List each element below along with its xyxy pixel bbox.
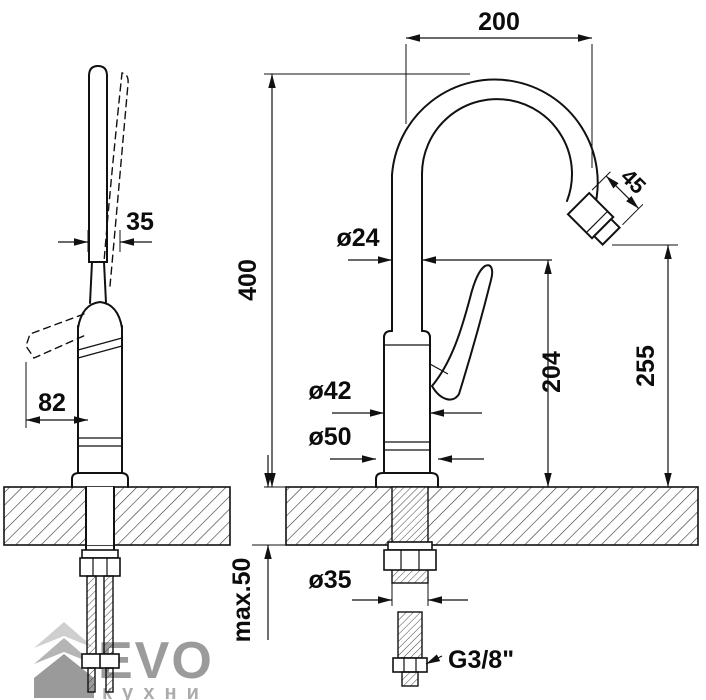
dimension-counter-thickness: max.50 — [228, 455, 286, 642]
dim-label-45: 45 — [616, 164, 651, 199]
mounting-nut-side — [79, 557, 121, 577]
stud-tip-right — [105, 667, 114, 693]
dim-label-dia35: ø35 — [308, 566, 351, 594]
watermark-subtitle-text: кухни — [102, 682, 209, 700]
supply-fitting-nut — [392, 657, 428, 673]
threaded-stud-right — [103, 575, 114, 655]
side-view: 35 82 — [25, 64, 154, 693]
stud-tip-left — [87, 667, 96, 693]
dim-label-35: 35 — [126, 208, 154, 236]
dim-label-204: 204 — [538, 351, 566, 393]
mounting-hardware-front — [383, 486, 437, 584]
dimension-handle-width: 35 — [58, 208, 154, 252]
dim-label-max50: max.50 — [228, 558, 256, 643]
spout-gooseneck — [391, 78, 599, 332]
base-flange-front — [375, 472, 439, 488]
brand-logo-icon — [34, 622, 94, 698]
thread-size-callout: G3/8" — [425, 646, 514, 674]
faucet-body-front — [375, 264, 494, 488]
mounting-nut-front — [383, 549, 437, 571]
dimension-total-height: 400 — [234, 73, 470, 488]
dim-label-dia42: ø42 — [308, 377, 351, 405]
dimension-outlet-tip-height: 255 — [612, 244, 678, 487]
dimension-lever-reach: 82 — [25, 362, 88, 428]
dim-label-dia24: ø24 — [336, 224, 379, 252]
dimension-base-dia: ø50 — [308, 423, 484, 463]
countertop-front-view — [285, 486, 699, 546]
handle-open-position-dashed — [25, 313, 89, 359]
stud-nut-left — [81, 653, 102, 669]
dimension-outlet-height: 204 — [538, 260, 566, 487]
dim-label-82: 82 — [38, 389, 66, 417]
countertop-side-view — [3, 486, 231, 546]
faucet-body-side — [71, 300, 129, 488]
dim-label-400: 400 — [234, 259, 262, 301]
dim-label-thread: G3/8" — [448, 646, 514, 674]
dimension-mount-hole-dia: ø35 — [308, 566, 468, 606]
dim-label-255: 255 — [632, 345, 660, 387]
mounting-hardware-side — [79, 486, 121, 693]
handle-tilted-dashed-outline — [103, 72, 129, 287]
dimension-spout-reach: 200 — [405, 8, 593, 168]
watermark: EVO кухни — [34, 622, 212, 700]
handle-lever-front — [430, 264, 494, 401]
supply-fitting-tip — [401, 671, 419, 687]
supply-connection — [392, 611, 428, 687]
washer-front — [387, 541, 433, 551]
dim-label-dia50: ø50 — [308, 423, 351, 451]
dimension-spout-tube-dia: ø24 — [336, 224, 552, 264]
threaded-stud-left — [86, 575, 97, 655]
spout-aerator: 45 — [566, 164, 651, 247]
supply-nipple — [397, 611, 423, 659]
front-view: 45 — [228, 8, 678, 687]
dim-label-200: 200 — [478, 8, 520, 36]
stud-nut-right — [99, 653, 120, 669]
dimension-body-dia: ø42 — [308, 377, 482, 417]
base-flange-side — [71, 472, 129, 488]
handle-lever-side — [88, 64, 108, 304]
washer-side — [81, 549, 119, 559]
